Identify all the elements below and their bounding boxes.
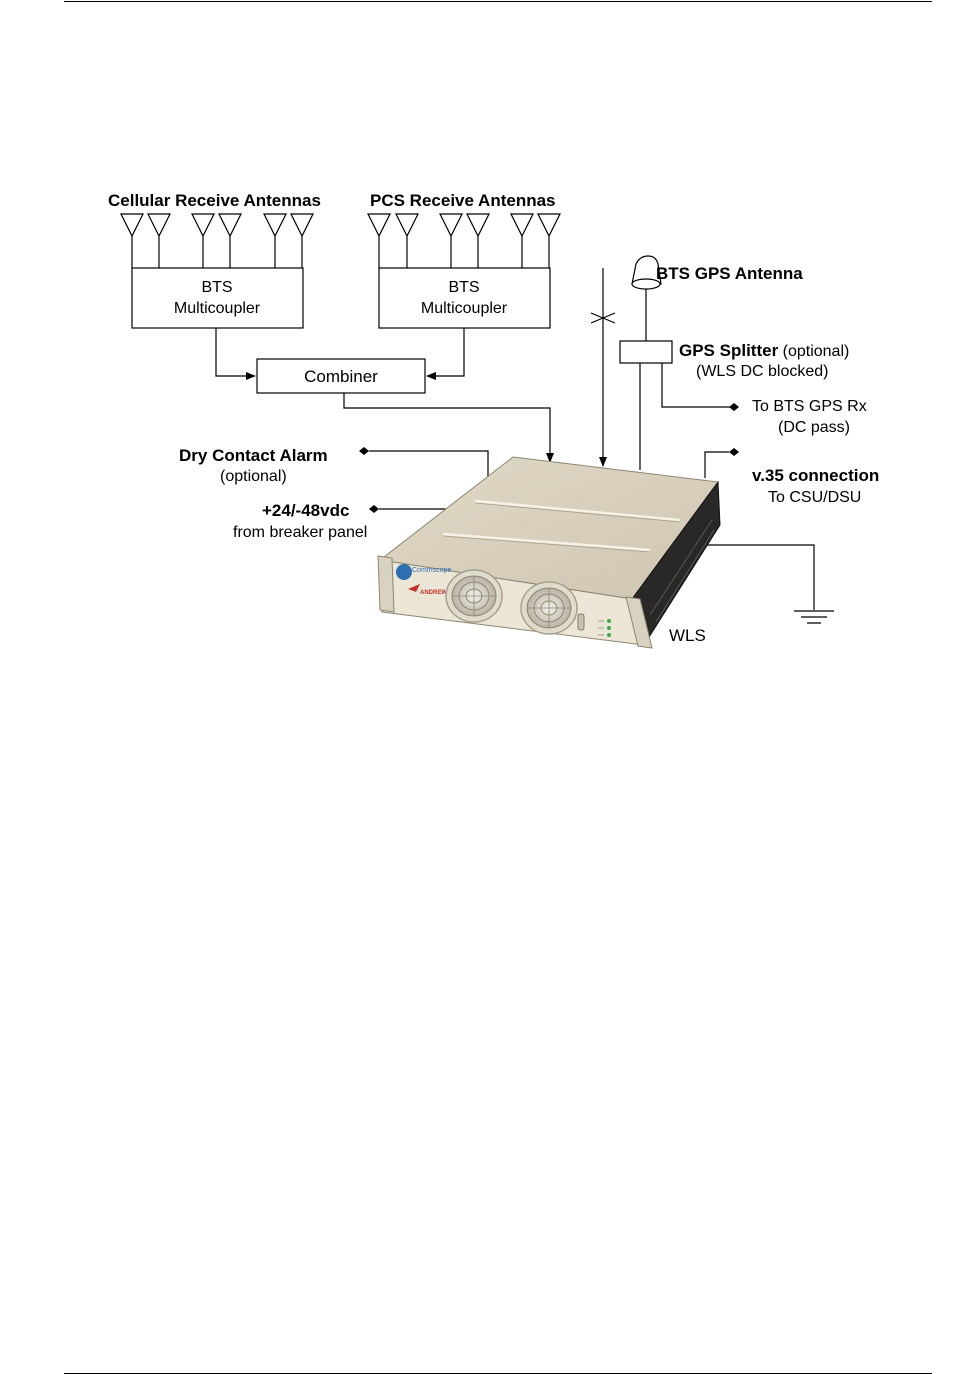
antenna-icon [290,213,314,268]
terminal-dot-icon [729,448,739,456]
dry-contact-optional: (optional) [220,468,287,485]
combiner-label: Combiner [304,367,378,386]
wls-connection-diagram: Cellular Receive Antennas BTS Multicoupl… [108,191,879,649]
gps-splitter-optional: (optional) [778,343,849,360]
cellular-bts-multicoupler [131,267,304,329]
antenna-icon [147,213,171,268]
dc-pass-label: (DC pass) [778,419,850,436]
antenna-icon [218,213,242,268]
csu-dsu-label: To CSU/DSU [768,489,861,506]
v35-line [704,451,729,478]
brand-logo-icon [396,564,412,580]
pcs-multicoupler-label: Multicoupler [421,300,508,317]
gps-antenna-label: BTS GPS Antenna [656,264,803,283]
antenna-icon [395,213,419,268]
alarm-line [369,450,489,484]
cellular-multicoupler-label: Multicoupler [174,300,261,317]
combiner-box [256,358,426,394]
antenna-icon [466,213,490,268]
antenna-icon [439,213,463,268]
wls-label: WLS [669,626,706,645]
wls-top-seam-shadow [474,502,681,523]
antenna-icon [191,213,215,268]
antenna-icon [537,213,561,268]
dry-contact-label: Dry Contact Alarm [179,446,328,465]
antenna-icon [367,213,391,268]
antenna-icon [510,213,534,268]
rack-ear-right [625,596,653,649]
to-bts-gps-rx-label: To BTS GPS Rx [752,398,867,415]
pcs-bts-multicoupler [378,267,551,329]
pcs-antenna-array [367,213,561,268]
line-break-icon [590,312,616,324]
breaker-panel-label: from breaker panel [233,524,367,541]
rack-ear-left [377,555,395,613]
cellular-bts-label: BTS [201,279,232,296]
wls-unit: Commscope ANDREW [377,456,721,649]
ground-icon [794,610,834,624]
wls-side-vent [649,519,715,623]
wls-top-seam [442,532,651,552]
gps-antenna-icon [631,255,662,341]
cellular-antennas-label: Cellular Receive Antennas [108,191,321,210]
power-label: +24/-48vdc [262,501,349,520]
fan-icon [520,581,578,635]
gps-splitter-label: GPS Splitter (optional) [679,341,849,360]
ground-line [690,544,815,610]
header-rule [64,1,932,2]
cellular-antenna-array [120,213,314,268]
gps-splitter-box [619,340,673,364]
terminal-dot-icon [729,403,739,411]
gps-splitter-title: GPS Splitter [679,341,779,360]
led-labels [598,620,604,636]
front-connector-icon [577,613,585,631]
splitter-to-gps-rx-line [661,363,733,408]
antenna-icon [120,213,144,268]
status-led [607,626,611,630]
antenna-icon [263,213,287,268]
terminal-dot-icon [369,505,379,513]
terminal-dot-icon [359,447,369,455]
wls-top-seam [474,499,681,522]
cellular-to-combiner-line [215,328,256,380]
brand-bottom-text: ANDREW [420,590,447,596]
wls-top-seam-shadow [442,535,651,553]
brand-mark-icon [408,584,420,592]
fan-icon [445,569,503,623]
pcs-to-combiner-line [426,328,465,380]
pcs-bts-label: BTS [448,279,479,296]
wls-dc-blocked-label: (WLS DC blocked) [696,363,828,380]
v35-label: v.35 connection [752,466,879,485]
combiner-to-wls-line [343,393,554,463]
pcs-antennas-label: PCS Receive Antennas [370,191,556,210]
status-led [607,633,611,637]
status-led [607,619,611,623]
brand-top-text: Commscope [412,567,451,574]
